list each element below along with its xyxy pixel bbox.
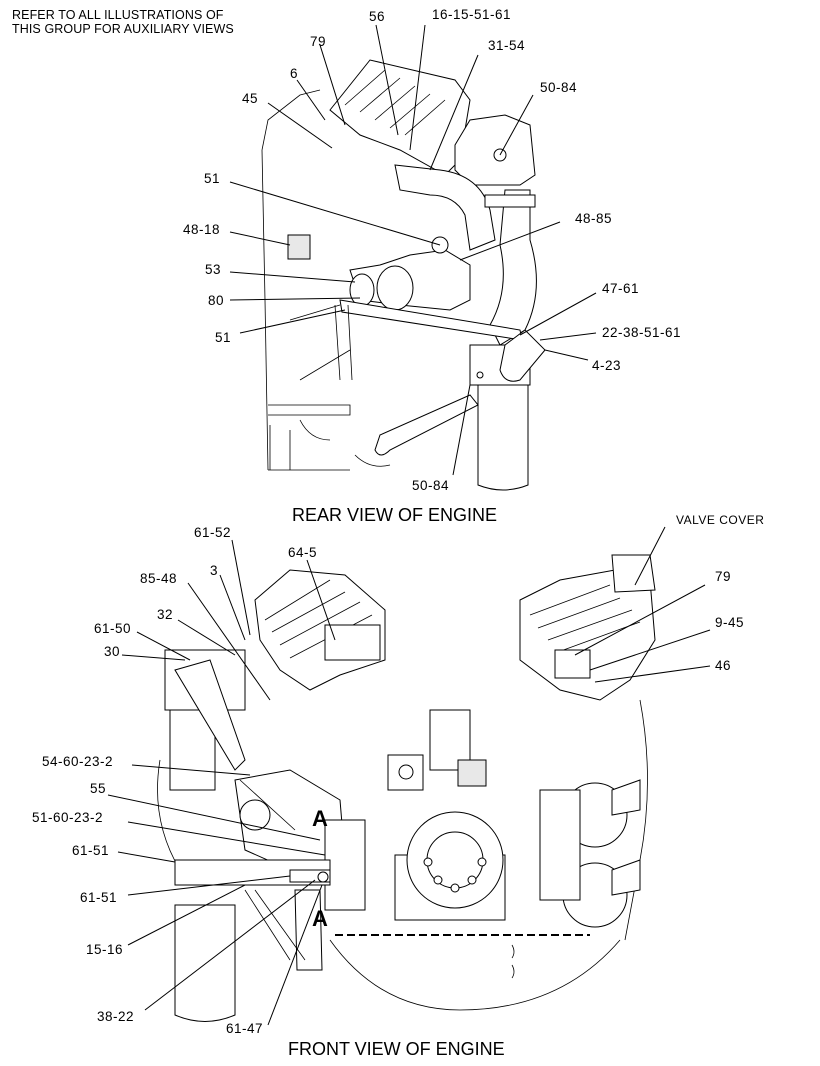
callout-15-16: 15-16 <box>86 942 123 957</box>
callout-61-52: 61-52 <box>194 525 231 540</box>
callout-61-47: 61-47 <box>226 1021 263 1036</box>
rear-exhaust-elbow <box>394 164 496 251</box>
rear-view-drawing <box>261 59 546 491</box>
rear-bracket-48-18 <box>287 234 311 260</box>
front-view-title: FRONT VIEW OF ENGINE <box>288 1039 505 1059</box>
callout-61-50: 61-50 <box>94 621 131 636</box>
front-small-plate <box>457 759 487 787</box>
callout-85-48: 85-48 <box>140 571 177 586</box>
front-left-manifold <box>324 624 381 661</box>
rear-cylinder-head <box>329 59 471 176</box>
front-leader-lines <box>107 526 711 1026</box>
section-mark-upper: A <box>312 806 328 831</box>
front-right-bracket <box>539 789 581 901</box>
callout-79-front: 79 <box>715 569 731 584</box>
callout-3: 3 <box>210 563 218 578</box>
front-valve-cover <box>611 554 656 593</box>
callout-45: 45 <box>242 91 258 106</box>
callout-4-23: 4-23 <box>592 358 621 373</box>
callout-80: 80 <box>208 293 224 308</box>
callout-61-51-upper: 61-51 <box>72 843 109 858</box>
callout-6: 6 <box>290 66 298 81</box>
callout-50-84-lower: 50-84 <box>412 478 449 493</box>
front-left-tube <box>174 659 246 771</box>
callout-22-38-51-61: 22-38-51-61 <box>602 325 681 340</box>
callout-53: 53 <box>205 262 221 277</box>
rear-filter-canister <box>477 384 529 491</box>
rear-leader-lines <box>229 24 597 476</box>
callout-55: 55 <box>90 781 106 796</box>
callout-9-45: 9-45 <box>715 615 744 630</box>
callout-31-54: 31-54 <box>488 38 525 53</box>
reference-note-line-2: THIS GROUP FOR AUXILIARY VIEWS <box>12 22 234 36</box>
front-engine-outline <box>157 699 648 1011</box>
reference-note-line-1: REFER TO ALL ILLUSTRATIONS OF <box>12 8 224 22</box>
rear-view-title: REAR VIEW OF ENGINE <box>292 505 498 525</box>
callout-79: 79 <box>310 34 326 49</box>
callout-51-60-23-2: 51-60-23-2 <box>32 810 103 825</box>
callout-56: 56 <box>369 9 385 24</box>
rear-callouts: 56 16-15-51-61 79 31-54 6 45 50-84 51 48… <box>183 7 681 493</box>
front-view-drawing <box>157 554 656 1022</box>
rear-exhaust-pipe <box>489 189 537 346</box>
rear-engine-block <box>261 89 351 471</box>
section-mark-lower: A <box>312 906 328 931</box>
front-callouts: 61-52 64-5 VALVE COVER 85-48 3 32 61-50 … <box>32 513 764 1036</box>
front-left-filter-canister <box>174 904 236 1022</box>
callout-32: 32 <box>157 607 173 622</box>
front-section-bracket <box>324 819 366 911</box>
callout-38-22: 38-22 <box>97 1009 134 1024</box>
callout-51-lower: 51 <box>215 330 231 345</box>
callout-48-85: 48-85 <box>575 211 612 226</box>
callout-16-15-51-61: 16-15-51-61 <box>432 7 511 22</box>
callout-54-60-23-2: 54-60-23-2 <box>42 754 113 769</box>
rear-turbo-housing <box>454 114 536 186</box>
rear-elbow-connector <box>499 329 546 382</box>
callout-50-84: 50-84 <box>540 80 577 95</box>
front-right-manifold <box>554 649 591 679</box>
rear-clamp <box>484 194 536 208</box>
rear-lower-tube <box>374 394 479 456</box>
front-downpipe <box>294 889 323 971</box>
callout-47-61: 47-61 <box>602 281 639 296</box>
callout-valve-cover: VALVE COVER <box>676 513 764 527</box>
callout-64-5: 64-5 <box>288 545 317 560</box>
callout-48-18: 48-18 <box>183 222 220 237</box>
front-right-cylinder-head <box>519 569 656 701</box>
reference-note: REFER TO ALL ILLUSTRATIONS OF THIS GROUP… <box>12 8 234 36</box>
callout-30: 30 <box>104 644 120 659</box>
callout-61-51-lower: 61-51 <box>80 890 117 905</box>
callout-51-upper: 51 <box>204 171 220 186</box>
callout-46: 46 <box>715 658 731 673</box>
